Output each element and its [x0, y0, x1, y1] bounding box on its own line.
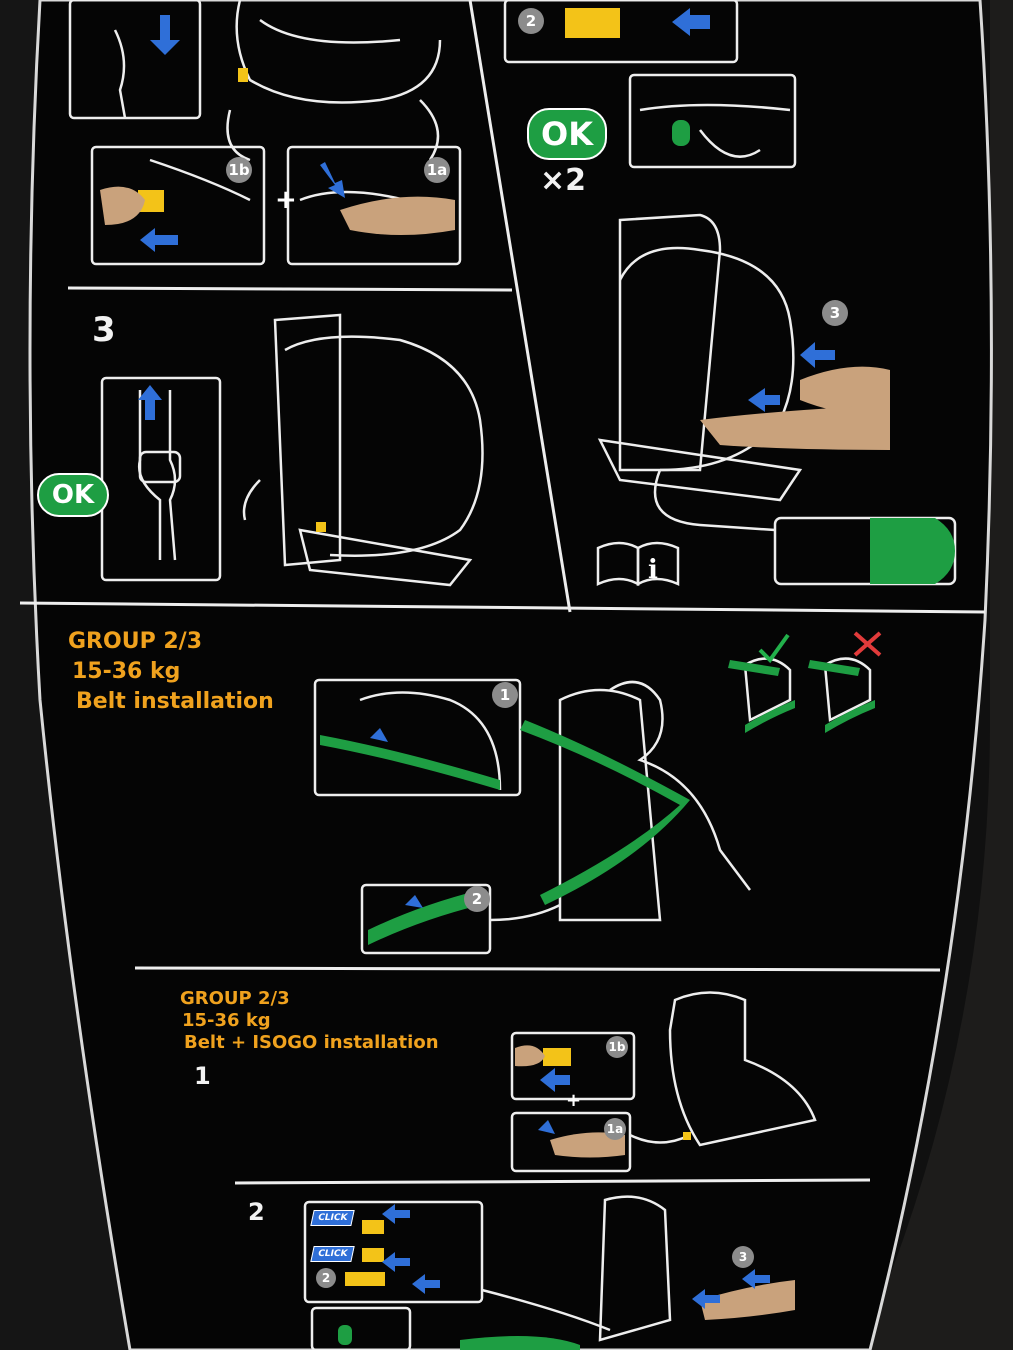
arrow-press-icon — [320, 162, 345, 198]
green-indicator-tab — [870, 518, 955, 584]
isogo-step-1-number: 1 — [194, 1062, 211, 1090]
belt-green-3 — [368, 890, 480, 945]
isogo-badge-1b: 1b — [606, 1036, 628, 1058]
car-seat-fabric-right — [860, 0, 1013, 1350]
indicator-green — [672, 120, 690, 146]
hand-step-3-bottom — [700, 405, 890, 450]
belt-badge-1: 1 — [492, 682, 518, 708]
step-3-panel — [100, 313, 484, 587]
step-2-panel — [503, 0, 957, 586]
isogo-badge-2: 2 — [316, 1268, 336, 1288]
belt-install-illustration — [313, 657, 872, 955]
arrow-left-icon-2 — [672, 8, 710, 36]
isofix-connector-yellow — [565, 8, 620, 38]
badge-3: 3 — [822, 300, 848, 326]
belt-badge-2: 2 — [464, 886, 490, 912]
times-two-label: ×2 — [540, 163, 587, 198]
ok-indicator-label-2: OK — [37, 473, 109, 517]
isogo-badge-1a: 1a — [604, 1118, 626, 1140]
arrow-up-icon — [138, 385, 162, 420]
arrow-left-icon — [140, 228, 178, 252]
arrow-down-icon — [150, 15, 180, 55]
check-icon — [758, 633, 790, 664]
badge-1b: 1b — [226, 157, 252, 183]
isogo-step-2-number: 2 — [248, 1198, 265, 1226]
badge-2: 2 — [518, 8, 544, 34]
isogo-install-illustration — [303, 991, 817, 1350]
belt-green-1 — [320, 735, 500, 790]
click-burst-1: CLICK — [310, 1210, 355, 1226]
hand-1a — [340, 196, 455, 235]
badge-1a: 1a — [424, 157, 450, 183]
isogo-section-title: GROUP 2/3 — [180, 988, 290, 1009]
click-burst-2: CLICK — [310, 1246, 355, 1262]
belt-section-title: GROUP 2/3 — [68, 629, 202, 654]
ok-indicator-label: OK — [527, 108, 607, 160]
info-icon: i — [648, 555, 658, 585]
isogo-badge-3: 3 — [732, 1246, 754, 1268]
open-book-info-icon — [596, 541, 680, 587]
release-latch-yellow — [138, 190, 164, 212]
belt-section-weight: 15-36 kg — [72, 659, 181, 684]
svg-text:+: + — [566, 1090, 581, 1111]
isogo-section-subtitle: Belt + ISOGO installation — [184, 1032, 439, 1053]
hand-1b — [100, 186, 145, 225]
step-3-number: 3 — [92, 310, 116, 350]
hand-step-3-top — [800, 366, 890, 414]
belt-green-2 — [520, 720, 690, 905]
isogo-section-weight: 15-36 kg — [182, 1010, 271, 1031]
belt-section-subtitle: Belt installation — [76, 689, 274, 714]
svg-text:+: + — [275, 185, 297, 215]
cross-icon — [853, 631, 882, 657]
sticker-surface — [28, 0, 993, 1350]
panel-dividers — [19, 0, 986, 1185]
